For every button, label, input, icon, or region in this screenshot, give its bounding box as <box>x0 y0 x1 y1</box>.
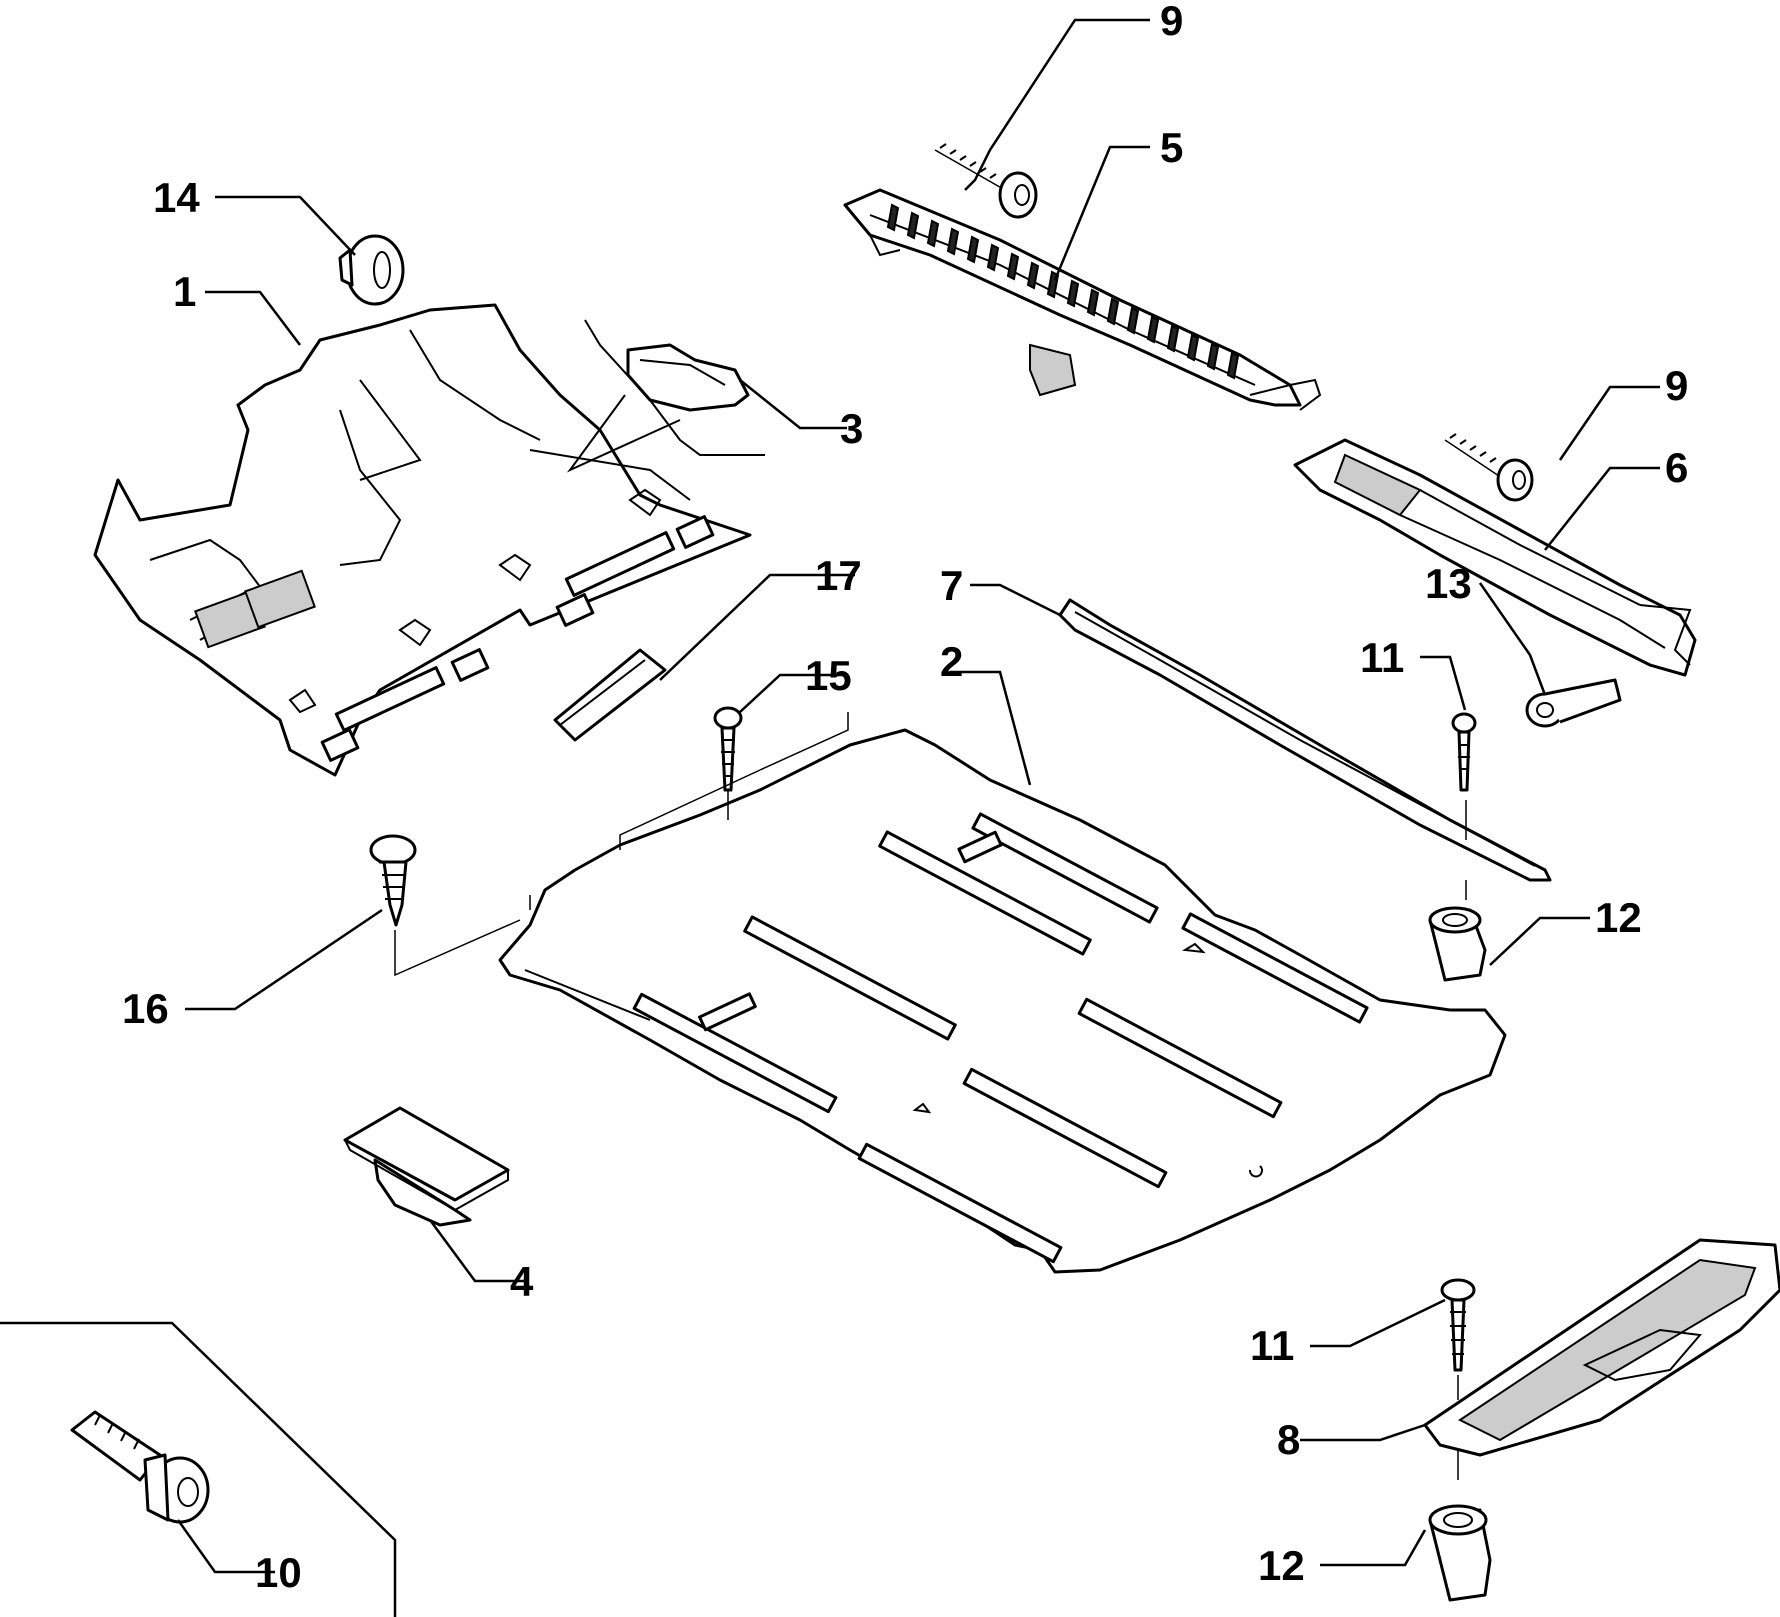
part-9-screw-upper[interactable] <box>934 143 1038 219</box>
callout-8: 8 <box>1277 1416 1300 1463</box>
part-12-nut-lower[interactable] <box>1428 1504 1492 1602</box>
callout-11-lower: 11 <box>1250 1322 1294 1369</box>
part-9-screw-lower[interactable] <box>1444 433 1534 502</box>
callout-9-upper: 9 <box>1160 0 1183 44</box>
part-16-push-clip[interactable] <box>369 834 417 927</box>
part-13-grommet[interactable] <box>1525 678 1622 728</box>
callout-labels: 9 5 9 6 13 11 12 14 1 3 17 15 7 2 16 4 1… <box>122 0 1688 1596</box>
part-3-heel-pad[interactable] <box>566 319 765 473</box>
part-15-screw[interactable] <box>713 706 743 792</box>
callout-15: 15 <box>805 652 852 699</box>
part-5-front-door-sill[interactable] <box>843 188 1322 411</box>
group-boundary-line <box>0 1321 397 1617</box>
callout-12-upper: 12 <box>1595 894 1642 941</box>
part-11-screw-upper[interactable] <box>1451 712 1477 840</box>
callout-4: 4 <box>510 1258 534 1305</box>
callout-2: 2 <box>940 638 963 685</box>
callout-14: 14 <box>153 174 200 221</box>
callout-16: 16 <box>122 985 169 1032</box>
callout-7: 7 <box>940 562 963 609</box>
callout-1: 1 <box>173 268 196 315</box>
part-6-rear-door-sill[interactable] <box>1293 438 1697 677</box>
assembly-guide-lines <box>394 712 1467 977</box>
callout-17: 17 <box>815 552 862 599</box>
part-2-rear-cargo-mat[interactable] <box>498 728 1507 1274</box>
part-11-screw-lower[interactable] <box>1440 1278 1476 1480</box>
callout-12-lower: 12 <box>1258 1542 1305 1589</box>
part-4-bracket[interactable] <box>343 1106 510 1227</box>
callout-6: 6 <box>1665 444 1688 491</box>
part-12-nut-upper[interactable] <box>1428 906 1487 982</box>
callout-9-lower: 9 <box>1665 362 1688 409</box>
cargo-mat-ribs <box>632 812 1369 1264</box>
part-10-rivet[interactable] <box>70 1410 210 1524</box>
callout-11-upper: 11 <box>1360 634 1404 681</box>
leader-lines <box>176 18 1660 1574</box>
part-14-push-clip[interactable] <box>338 234 405 306</box>
part-1-front-floor-mat[interactable] <box>93 303 752 777</box>
callout-5: 5 <box>1160 124 1183 171</box>
part-7-cross-rail[interactable] <box>1058 598 1552 882</box>
callout-13: 13 <box>1425 560 1472 607</box>
part-17-pad[interactable] <box>553 648 667 742</box>
callout-3: 3 <box>840 405 863 452</box>
part-8-boot-sill-plate[interactable] <box>1423 1238 1780 1457</box>
sill-5-ribs <box>886 203 1240 380</box>
callout-10: 10 <box>255 1549 302 1596</box>
